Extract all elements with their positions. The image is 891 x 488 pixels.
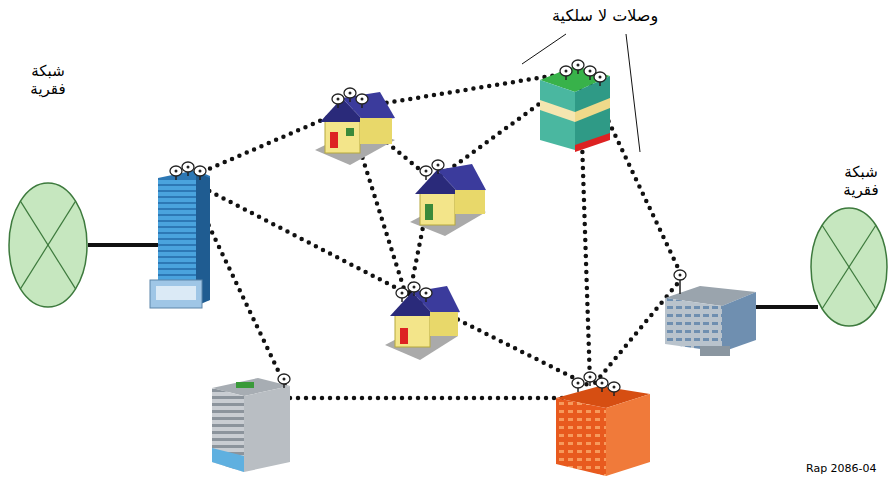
network-cross bbox=[20, 201, 75, 289]
backbone-network: شبكة فقرية bbox=[6, 62, 90, 310]
backbone-link bbox=[752, 305, 818, 309]
network-label: شبكة فقرية bbox=[836, 163, 886, 199]
store-building bbox=[540, 60, 610, 152]
network-ellipse bbox=[6, 180, 90, 310]
house-building bbox=[315, 88, 395, 165]
house-building bbox=[410, 160, 486, 236]
wireless-links bbox=[188, 72, 682, 398]
network-outline bbox=[9, 183, 87, 307]
backbone-link bbox=[88, 243, 158, 247]
house-building bbox=[385, 282, 460, 360]
tower-building bbox=[150, 162, 210, 308]
leader-line bbox=[522, 34, 566, 64]
network-cross bbox=[822, 225, 876, 308]
network-outline bbox=[811, 208, 887, 326]
office-building bbox=[212, 374, 290, 472]
figure-reference: Rap 2086-04 bbox=[806, 462, 877, 475]
office-building bbox=[665, 270, 756, 356]
network-cross bbox=[20, 201, 75, 289]
leader-line bbox=[626, 34, 640, 152]
network-label: شبكة فقرية bbox=[23, 62, 73, 98]
network-cross bbox=[822, 225, 876, 308]
network-ellipse bbox=[808, 205, 890, 329]
links-label: وصلات لا سلكية bbox=[552, 6, 658, 25]
backbone-network: شبكة فقرية bbox=[808, 163, 890, 329]
office-building bbox=[556, 372, 650, 476]
